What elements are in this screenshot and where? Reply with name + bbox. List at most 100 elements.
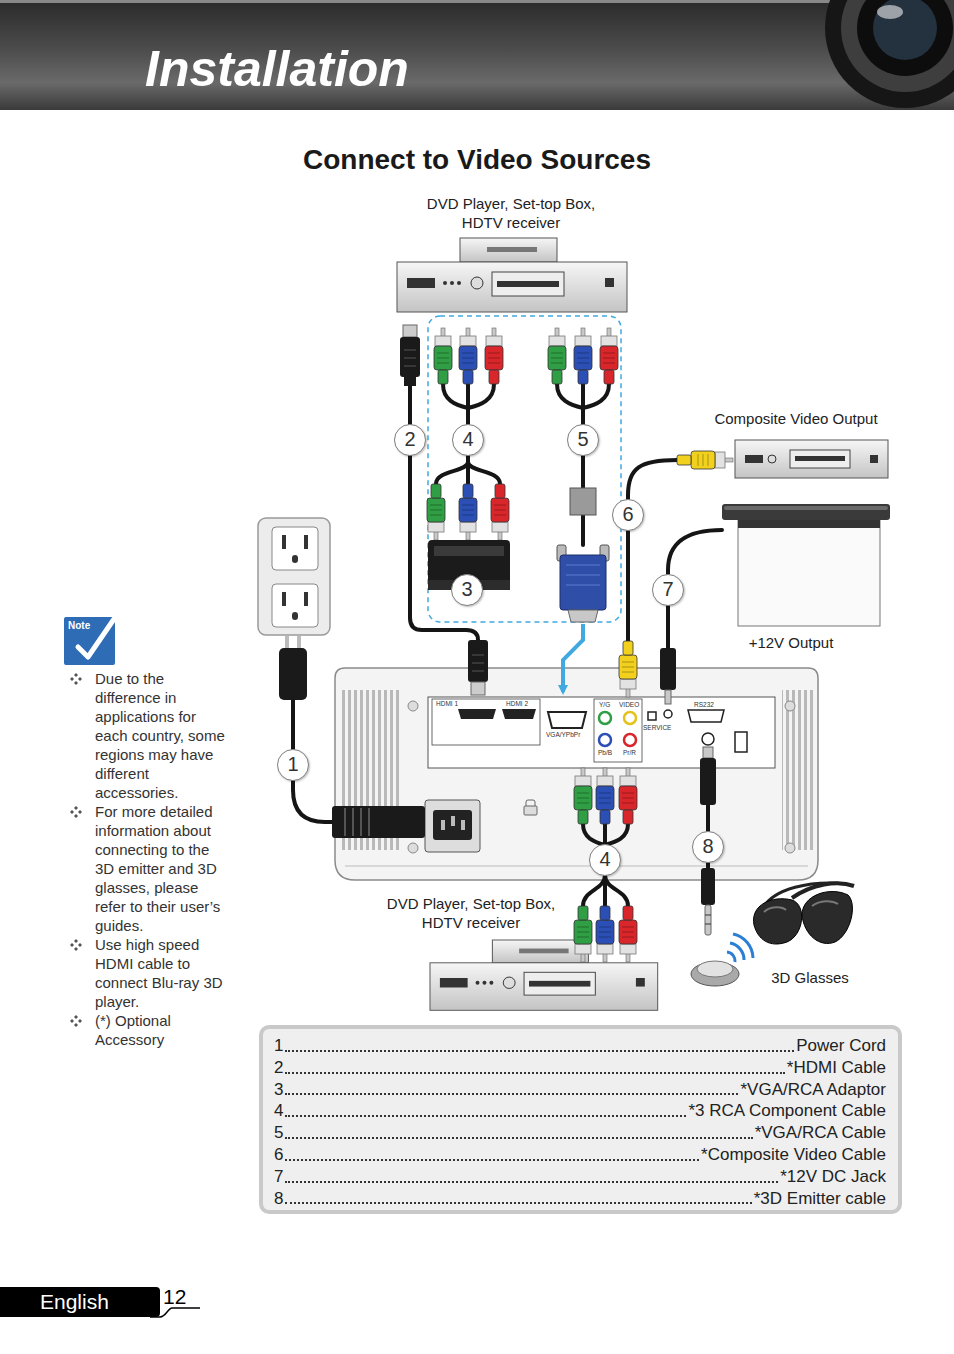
rca-plugs bbox=[427, 328, 733, 962]
dot-leader bbox=[285, 1115, 686, 1117]
item-number: 3 bbox=[274, 1079, 283, 1100]
hdmi-plugs bbox=[404, 358, 416, 359]
wall-outlet bbox=[272, 584, 318, 627]
projector-ports bbox=[458, 709, 496, 719]
item-number: 6 bbox=[274, 1144, 283, 1165]
vga-pointer-arrow bbox=[563, 624, 583, 692]
composite-device bbox=[745, 455, 763, 463]
page-number: 12 bbox=[163, 1285, 186, 1309]
projector-ports bbox=[702, 733, 714, 745]
composite-device bbox=[790, 450, 850, 468]
composite-device bbox=[795, 456, 845, 461]
projector-ports bbox=[648, 712, 656, 720]
3d-emitter bbox=[697, 961, 733, 977]
cables bbox=[557, 384, 583, 408]
dot-leader bbox=[285, 1137, 752, 1139]
note-text: (*) Optional Accessory bbox=[95, 1011, 227, 1049]
projector-ports bbox=[664, 710, 672, 718]
power-cord bbox=[297, 636, 301, 650]
projector-ports bbox=[432, 699, 747, 762]
projector-body bbox=[345, 866, 808, 867]
wall-outlet bbox=[304, 535, 308, 549]
projector-body bbox=[408, 701, 418, 711]
source-device-top bbox=[397, 238, 627, 312]
port-label: Y/G bbox=[599, 701, 610, 708]
cables bbox=[436, 462, 468, 484]
vga-rca-adaptor bbox=[434, 546, 504, 556]
cables bbox=[443, 384, 468, 408]
device-label: Composite Video Output bbox=[691, 409, 901, 428]
cables bbox=[468, 384, 494, 408]
hdmi-plugs bbox=[471, 682, 485, 695]
legend-row: 4 *3 RCA Component Cable bbox=[274, 1100, 886, 1122]
header-lens bbox=[857, 0, 953, 76]
3d-emitter bbox=[727, 952, 735, 962]
vga-plug bbox=[557, 488, 609, 622]
rca-plugs bbox=[485, 328, 503, 384]
3d-glasses bbox=[754, 899, 802, 944]
header-lens bbox=[877, 5, 903, 19]
note-bullet bbox=[70, 673, 82, 685]
callout-number: 2 bbox=[394, 424, 426, 456]
item-name: *3 RCA Component Cable bbox=[688, 1100, 886, 1121]
rca-plugs bbox=[600, 328, 618, 384]
footer-tab: English bbox=[0, 1287, 160, 1317]
item-number: 4 bbox=[274, 1100, 283, 1121]
projector-ports bbox=[594, 699, 642, 762]
rca-plugs bbox=[619, 641, 637, 697]
projector-ports bbox=[624, 712, 636, 724]
callout-number: 1 bbox=[277, 749, 309, 781]
projector-body bbox=[425, 800, 480, 852]
item-name: *12V DC Jack bbox=[780, 1166, 886, 1187]
3d-glasses bbox=[754, 883, 854, 944]
item-number: 2 bbox=[274, 1057, 283, 1078]
dot-leader bbox=[285, 1050, 794, 1052]
3d-emitter bbox=[733, 934, 753, 958]
cables bbox=[583, 875, 605, 906]
dot-leader bbox=[285, 1181, 778, 1183]
projector-body bbox=[785, 701, 795, 711]
legend-row: 2*HDMI Cable bbox=[274, 1057, 886, 1079]
rca-plugs bbox=[548, 328, 566, 384]
composite-device bbox=[870, 455, 878, 463]
dc-jack bbox=[660, 648, 676, 690]
cables bbox=[293, 384, 722, 906]
port-label: VGA/YPbPr bbox=[546, 731, 580, 738]
callout-number: 6 bbox=[612, 499, 644, 531]
wall-outlet bbox=[272, 527, 318, 570]
hdmi-plugs bbox=[468, 640, 488, 682]
header-title: Installation bbox=[145, 40, 409, 98]
wall-outlet bbox=[282, 592, 286, 606]
rca-plugs bbox=[459, 484, 477, 540]
device-label: DVD Player, Set-top Box, HDTV receiver bbox=[371, 894, 571, 932]
item-name: Power Cord bbox=[796, 1035, 886, 1056]
note-bullet bbox=[70, 1015, 82, 1027]
3d-emitter bbox=[691, 934, 753, 986]
rca-plugs bbox=[596, 768, 614, 824]
note-bullet bbox=[70, 1015, 82, 1027]
power-cord bbox=[352, 808, 354, 836]
rca-plugs bbox=[459, 328, 477, 384]
header-band: Installation bbox=[0, 0, 954, 110]
callout-number: 7 bbox=[652, 574, 684, 606]
page-title: Connect to Video Sources bbox=[0, 143, 954, 177]
3d-emitter bbox=[691, 962, 739, 986]
power-cord bbox=[344, 808, 346, 836]
projector-body bbox=[782, 690, 814, 850]
device-label: DVD Player, Set-top Box, HDTV receiver bbox=[411, 194, 611, 232]
hdmi-plugs bbox=[404, 350, 416, 351]
projector-ports bbox=[624, 734, 636, 746]
projector-ports bbox=[548, 712, 586, 728]
projection-screen bbox=[722, 504, 890, 626]
note-text: For more detailed information about conn… bbox=[95, 802, 227, 935]
rca-plugs bbox=[574, 328, 592, 384]
projection-screen bbox=[738, 520, 880, 528]
dot-leader bbox=[285, 1072, 784, 1074]
power-cord bbox=[332, 806, 425, 838]
dot-leader bbox=[285, 1159, 699, 1161]
hdmi-plugs bbox=[404, 366, 416, 367]
emitter-cable-plugs bbox=[705, 924, 711, 925]
projector-ports bbox=[735, 732, 747, 752]
power-cord bbox=[279, 648, 307, 700]
